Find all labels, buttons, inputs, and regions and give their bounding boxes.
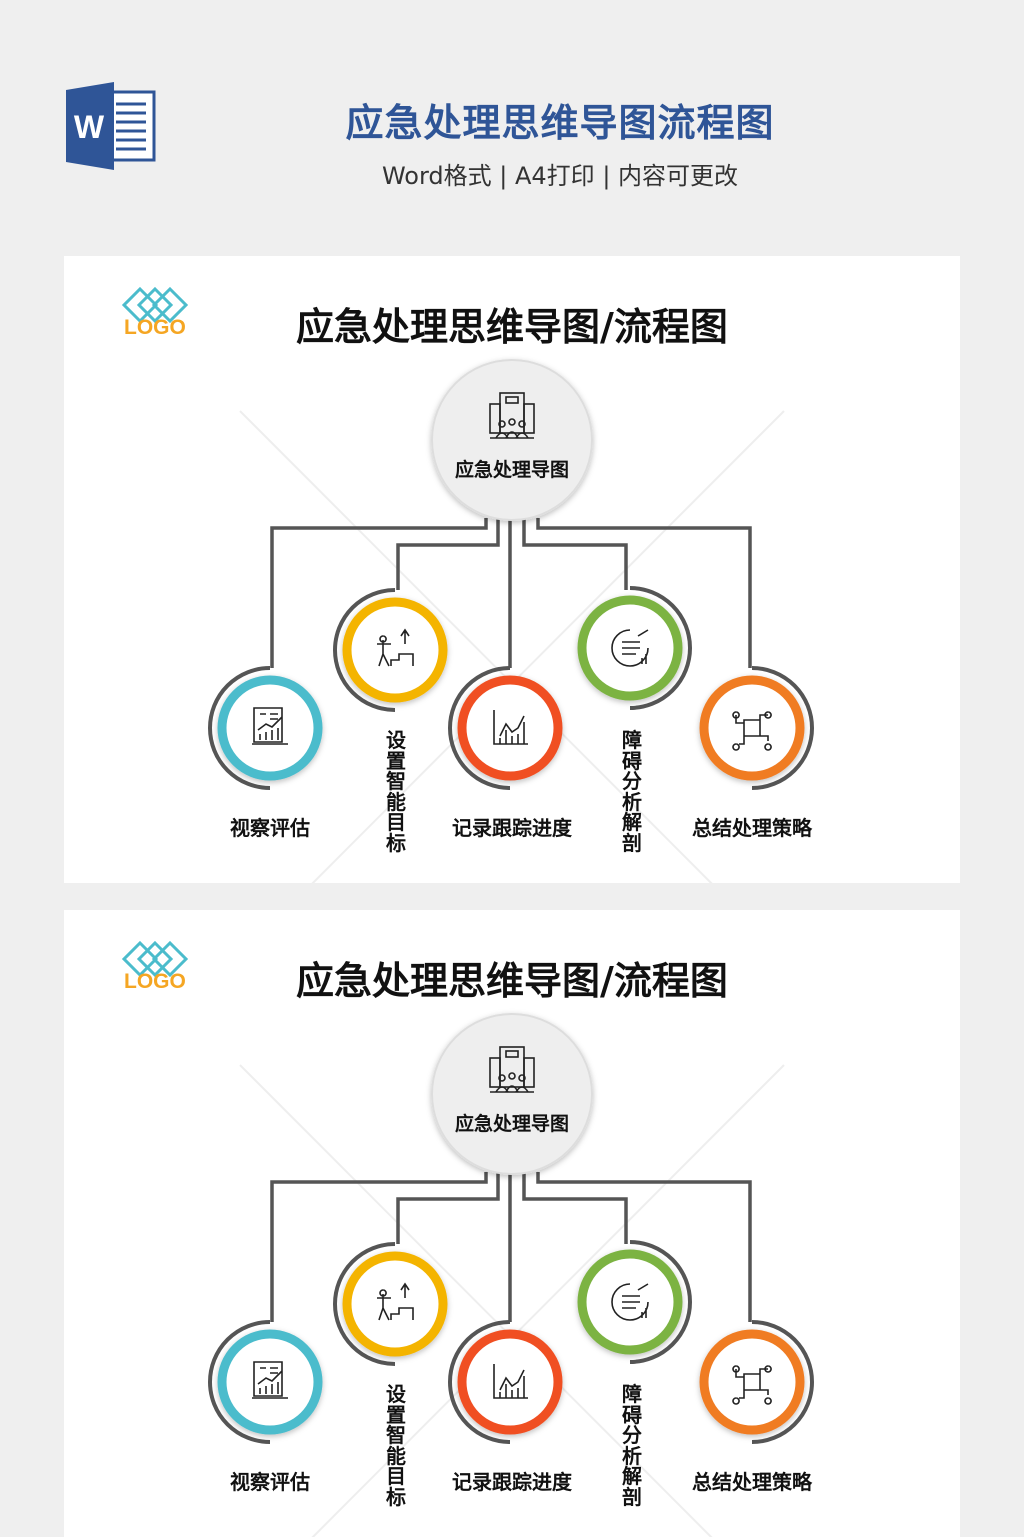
node-label-2: 设置智能目标: [386, 1382, 406, 1509]
connector-lines: [270, 518, 752, 668]
node-label-3: 记录跟踪进度: [452, 816, 572, 840]
node-label-1: 视察评估: [230, 1470, 310, 1494]
panel-title: 应急处理思维导图/流程图: [296, 959, 728, 1003]
node-gray-arc: [208, 1320, 271, 1444]
center-node: [431, 359, 593, 521]
center-node-label: 应急处理导图: [454, 1113, 569, 1135]
page-title: 应急处理思维导图流程图: [345, 101, 775, 145]
node-4: [577, 586, 692, 710]
node-ring: [342, 597, 448, 703]
diagram-panel: LOGO 应急处理思维导图/流程图 应急处理导图 视: [64, 256, 960, 883]
puzzle-circuit-icon: [732, 1365, 772, 1405]
node-5: [699, 666, 814, 790]
node-gray-arc: [448, 666, 511, 790]
node-label-5: 总结处理策略: [692, 816, 812, 840]
node-ring: [699, 1329, 805, 1435]
logo-icon: [121, 286, 189, 324]
line-chart-icon: [493, 710, 528, 745]
node-gray-arc: [629, 1240, 692, 1364]
node-label-5: 总结处理策略: [692, 1470, 812, 1494]
node-gray-arc: [751, 666, 814, 790]
node-gray-arc: [448, 1320, 511, 1444]
panel-title: 应急处理思维导图/流程图: [296, 305, 728, 349]
goal-step-icon: [377, 628, 414, 667]
goal-step-icon: [377, 1282, 414, 1321]
logo-icon: [121, 940, 189, 978]
node-2: [333, 1242, 448, 1366]
financial-report-icon: [252, 707, 288, 745]
center-node: [431, 1013, 593, 1175]
node-3: [448, 666, 563, 790]
node-label-3: 记录跟踪进度: [452, 1470, 572, 1494]
node-gray-arc: [333, 588, 396, 712]
node-gray-arc: [333, 1242, 396, 1366]
node-ring: [217, 1329, 323, 1435]
node-1: [208, 1320, 323, 1444]
node-label-4: 障碍分析解剖: [622, 1382, 642, 1509]
diagram-panel: LOGO 应急处理思维导图/流程图 应急处理导图 视: [64, 910, 960, 1537]
logo-text: LOGO: [124, 316, 186, 339]
word-letter: W: [74, 109, 105, 145]
node-ring: [217, 675, 323, 781]
page-subtitle: Word格式 | A4打印 | 内容可更改: [381, 162, 739, 190]
center-node-label: 应急处理导图: [454, 459, 569, 481]
financial-report-icon: [252, 1361, 288, 1399]
node-ring: [699, 675, 805, 781]
gear-analytics-icon: [611, 629, 649, 667]
node-5: [699, 1320, 814, 1444]
node-2: [333, 588, 448, 712]
building-team-icon: [489, 392, 535, 439]
node-label-4: 障碍分析解剖: [622, 728, 642, 855]
node-3: [448, 1320, 563, 1444]
node-gray-arc: [751, 1320, 814, 1444]
node-1: [208, 666, 323, 790]
node-label-2: 设置智能目标: [386, 728, 406, 855]
puzzle-circuit-icon: [732, 711, 772, 751]
node-gray-arc: [208, 666, 271, 790]
gear-analytics-icon: [611, 1283, 649, 1321]
node-4: [577, 1240, 692, 1364]
logo-text: LOGO: [124, 970, 186, 993]
node-ring: [342, 1251, 448, 1357]
connector-lines: [270, 1172, 752, 1322]
building-team-icon: [489, 1046, 535, 1093]
line-chart-icon: [493, 1364, 528, 1399]
node-gray-arc: [629, 586, 692, 710]
node-label-1: 视察评估: [230, 816, 310, 840]
word-app-icon: W: [66, 82, 156, 170]
